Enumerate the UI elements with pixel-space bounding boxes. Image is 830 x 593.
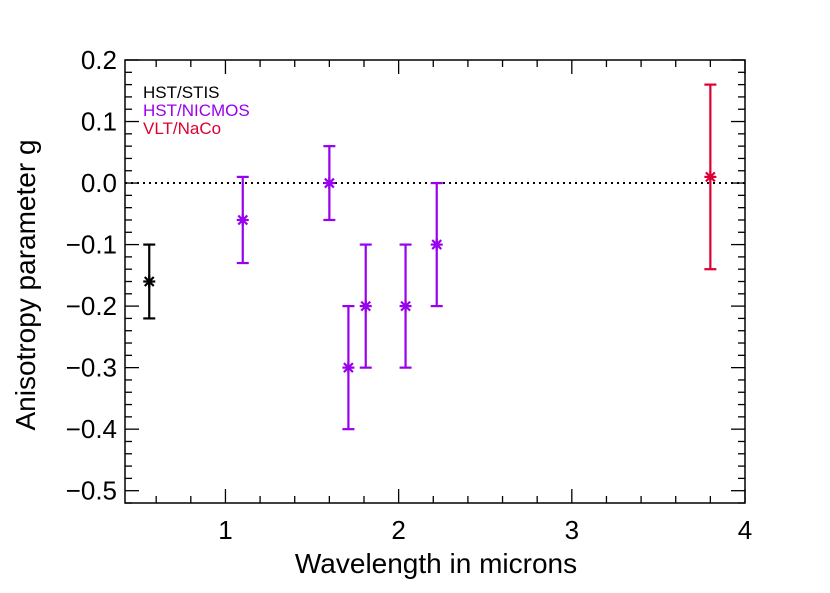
y-tick-label: 0.2 [81,45,117,75]
tick-labels-layer: 1 2 3 4 0.2 0.1 0.0 −0.1 −0.2 −0.3 −0.4 −0.5 [66,45,753,545]
y-tick-label: −0.2 [66,291,117,321]
marker-stroke [324,177,335,189]
marker-stroke [143,276,155,287]
x-tick-label: 3 [565,515,579,545]
data-point [342,305,355,431]
y-tick-label: −0.1 [66,230,117,260]
data-point [430,181,443,308]
x-tick-label: 4 [738,515,752,545]
y-tick-label: 0.1 [81,107,117,137]
data-point [399,243,412,369]
y-tick-label: −0.3 [66,353,117,383]
data-point [236,175,249,265]
marker-stroke [705,171,716,183]
marker-stroke [360,300,372,312]
legend-entry: HST/NICMOS [143,101,250,120]
x-tick-label: 1 [218,515,232,545]
legend-entry: HST/STIS [143,83,220,102]
y-tick-label: −0.4 [66,414,117,444]
y-tick-label: 0.0 [81,168,117,198]
marker-stroke [237,214,249,226]
marker-stroke [400,300,411,312]
marker-stroke [343,362,354,373]
data-point [359,243,372,369]
x-axis-title: Wavelength in microns [295,548,577,579]
plot-frame [124,59,746,504]
axis-ticks-layer [125,59,746,504]
data-points-layer [143,83,717,431]
marker-stroke [431,239,443,250]
data-point [323,145,336,222]
plot-frame-layer [124,59,746,504]
y-tick-label: −0.5 [66,476,117,506]
data-point [704,83,717,271]
x-tick-label: 2 [391,515,405,545]
legend-entry: VLT/NaCo [143,119,221,138]
data-point [143,243,156,320]
y-axis-title: Anisotropy parameter g [10,139,41,430]
